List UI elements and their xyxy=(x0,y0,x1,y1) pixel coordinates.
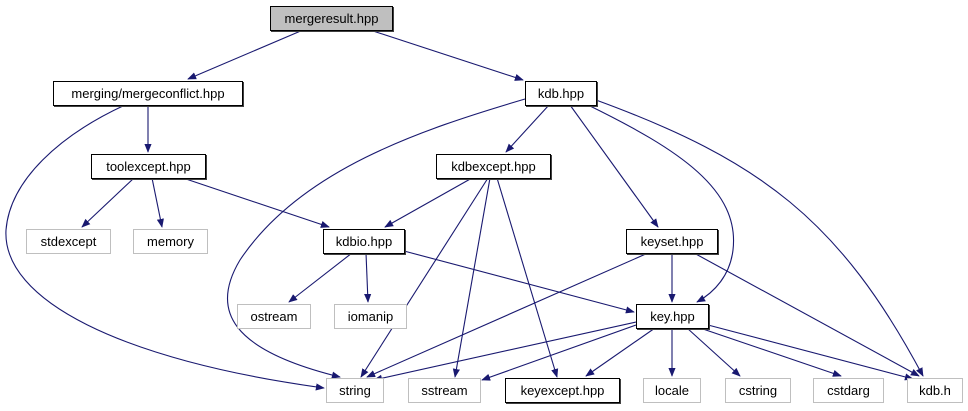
node-shadow xyxy=(526,82,598,107)
node-kdbio[interactable]: kdbio.hpp xyxy=(323,229,406,255)
node-shadow xyxy=(54,82,244,107)
edge-kdbio-to-ostream xyxy=(288,252,353,303)
edge-key-to-keyexcept xyxy=(585,327,656,377)
edge-mergeconflict-to-string xyxy=(5,104,325,391)
edge-keyset-to-string xyxy=(366,252,649,378)
node-mergeresult[interactable]: mergeresult.hpp xyxy=(270,6,394,32)
node-cstdarg: cstdarg xyxy=(813,378,884,403)
node-shadow xyxy=(637,305,710,330)
node-box xyxy=(907,378,963,403)
edge-kdbio-to-iomanip xyxy=(364,252,372,303)
edge-kdbhpp-to-string xyxy=(226,98,526,379)
edge-toolexcept-to-kdbio xyxy=(182,177,330,228)
node-box xyxy=(643,378,701,403)
node-label: keyset.hpp xyxy=(641,234,704,249)
node-memory: memory xyxy=(133,229,208,254)
node-cstring: cstring xyxy=(725,378,791,403)
node-shadow xyxy=(324,230,406,255)
node-label: memory xyxy=(147,234,194,249)
node-toolexcept[interactable]: toolexcept.hpp xyxy=(91,154,207,180)
edge-key-to-cstring xyxy=(686,327,741,377)
edge-toolexcept-to-stdexcept xyxy=(81,177,135,228)
node-box[interactable] xyxy=(436,154,551,179)
node-label: ostream xyxy=(251,309,298,324)
edge-kdbhpp-to-kdbh xyxy=(595,99,924,377)
node-label: locale xyxy=(655,383,689,398)
node-box xyxy=(26,229,111,254)
node-label: kdb.hpp xyxy=(538,86,584,101)
node-box xyxy=(237,304,311,329)
node-shadow xyxy=(506,379,621,404)
node-shadow xyxy=(92,155,207,180)
edge-kdbexcept-to-string xyxy=(360,177,489,378)
edge-toolexcept-to-memory xyxy=(151,177,164,228)
node-shadow xyxy=(271,7,394,32)
node-label: sstream xyxy=(421,383,467,398)
node-label: cstring xyxy=(739,383,777,398)
node-label: keyexcept.hpp xyxy=(521,383,605,398)
node-kdbh: kdb.h xyxy=(907,378,963,403)
edge-key-to-string xyxy=(373,321,637,382)
node-label: merging/mergeconflict.hpp xyxy=(71,86,224,101)
node-label: stdexcept xyxy=(41,234,97,249)
edge-key-to-kdbh xyxy=(707,324,914,381)
edge-kdbhpp-to-kdbexcept xyxy=(505,104,550,153)
edge-kdbexcept-to-keyexcept xyxy=(496,177,559,378)
node-label: mergeresult.hpp xyxy=(285,11,379,26)
node-label: iomanip xyxy=(348,309,394,324)
node-box[interactable] xyxy=(91,154,206,179)
node-label: kdbio.hpp xyxy=(336,234,392,249)
edge-kdbexcept-to-sstream xyxy=(452,177,491,378)
node-shadow xyxy=(437,155,552,180)
edge-key-to-sstream xyxy=(481,324,637,381)
node-label: kdbexcept.hpp xyxy=(451,159,536,174)
edge-mergeresult-to-mergeconflict xyxy=(187,29,304,80)
edge-key-to-cstdarg xyxy=(699,327,842,377)
node-shadow xyxy=(627,230,719,255)
node-sstream: sstream xyxy=(408,378,481,403)
node-label: toolexcept.hpp xyxy=(106,159,191,174)
node-string: string xyxy=(326,378,384,403)
node-box[interactable] xyxy=(525,81,597,106)
node-mergeconflict[interactable]: merging/mergeconflict.hpp xyxy=(53,81,244,107)
node-box[interactable] xyxy=(626,229,718,254)
node-kdbexcept[interactable]: kdbexcept.hpp xyxy=(436,154,552,180)
node-box xyxy=(408,378,481,403)
node-box xyxy=(725,378,791,403)
edge-kdbhpp-to-key xyxy=(587,104,735,303)
node-locale: locale xyxy=(643,378,701,403)
node-iomanip: iomanip xyxy=(334,304,407,329)
node-box xyxy=(334,304,407,329)
node-kdbhpp[interactable]: kdb.hpp xyxy=(525,81,598,107)
node-key[interactable]: key.hpp xyxy=(636,304,710,330)
node-box[interactable] xyxy=(53,81,243,106)
edge-mergeresult-to-kdbhpp xyxy=(369,29,524,81)
node-label: key.hpp xyxy=(650,309,695,324)
node-label: string xyxy=(339,383,371,398)
edge-kdbhpp-to-keyset xyxy=(569,104,659,228)
edge-kdbio-to-key xyxy=(403,250,635,314)
edges-layer xyxy=(5,29,924,391)
edge-kdbexcept-to-kdbio xyxy=(384,177,473,228)
node-box xyxy=(326,378,384,403)
edge-keyset-to-kdbh xyxy=(693,252,920,377)
node-label: kdb.h xyxy=(919,383,951,398)
node-stdexcept: stdexcept xyxy=(26,229,111,254)
nodes-layer: mergeresult.hpp merging/mergeconflict.hpp… xyxy=(26,6,963,404)
node-box xyxy=(813,378,884,403)
node-box[interactable] xyxy=(636,304,709,329)
node-box xyxy=(133,229,208,254)
node-keyexcept[interactable]: keyexcept.hpp xyxy=(505,378,621,404)
node-label: cstdarg xyxy=(827,383,870,398)
node-box[interactable] xyxy=(323,229,405,254)
node-box[interactable] xyxy=(270,6,393,31)
node-keyset[interactable]: keyset.hpp xyxy=(626,229,719,255)
node-ostream: ostream xyxy=(237,304,311,329)
node-box[interactable] xyxy=(505,378,620,403)
